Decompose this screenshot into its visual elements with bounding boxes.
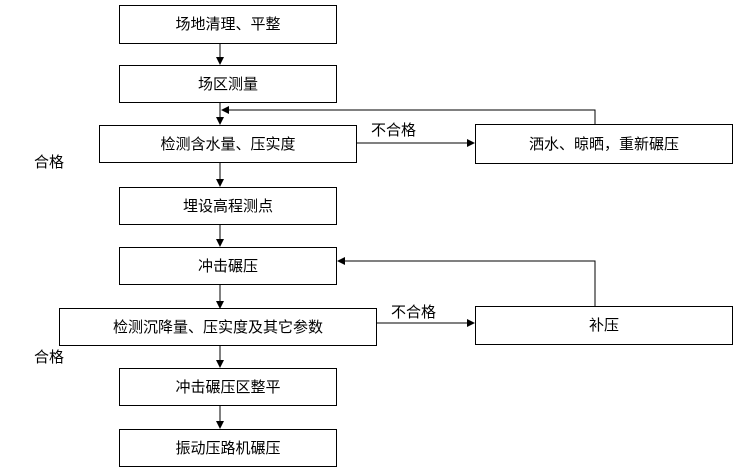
step-settlement-check: 检测沉降量、压实度及其它参数 [59,308,377,346]
arrow-supplement-back-to-impact [337,257,596,306]
step-rework-water: 洒水、晾晒，重新碾压 [475,124,733,164]
step-site-clearing: 场地清理、平整 [119,5,337,44]
step-moisture-check: 检测含水量、压实度 [99,125,357,163]
step-supplement-rolling: 补压 [475,306,733,345]
step-survey: 场区测量 [119,65,337,103]
label-fail-2: 不合格 [391,303,437,321]
label-fail-1: 不合格 [371,121,417,139]
label-pass-2: 合格 [34,348,65,366]
arrow-rework-back-to-check [221,106,596,124]
step-set-points: 埋设高程测点 [119,187,337,225]
step-impact-rolling: 冲击碾压 [119,247,337,285]
step-vibratory-rolling: 振动压路机碾压 [119,429,337,467]
label-pass-1: 合格 [34,153,65,171]
step-leveling: 冲击碾压区整平 [119,368,337,406]
